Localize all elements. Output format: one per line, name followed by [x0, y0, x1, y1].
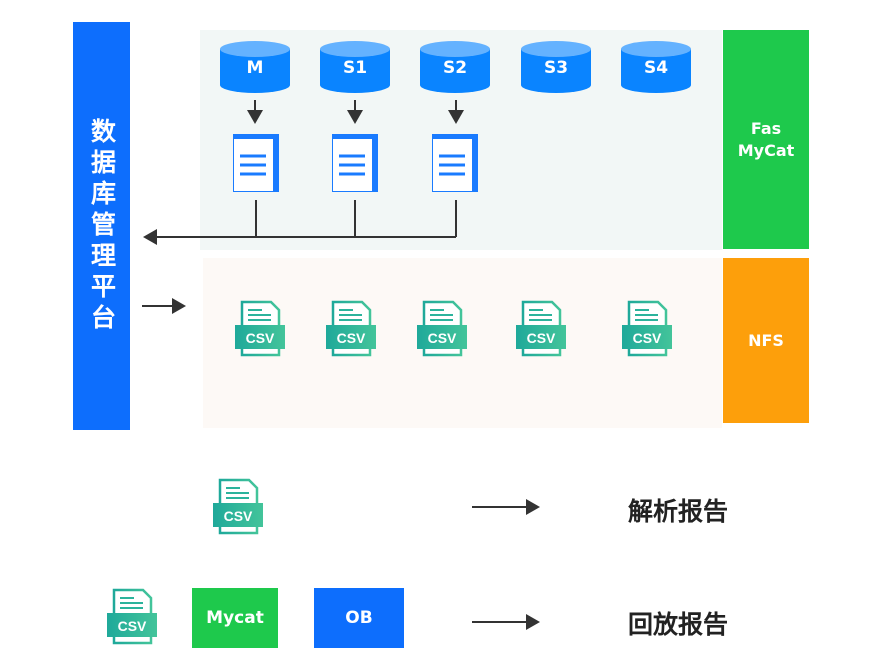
database-icon: M	[219, 40, 291, 94]
document-icon	[432, 134, 478, 192]
database-label: S2	[442, 58, 468, 78]
database-icon: S1	[319, 40, 391, 94]
database-label: M	[246, 58, 264, 78]
mycat-box: Mycat	[192, 588, 278, 648]
nfs-label: NFS	[723, 258, 809, 423]
document-icon	[332, 134, 378, 192]
csv-file-icon: CSV	[107, 588, 157, 646]
csv-label: CSV	[527, 330, 556, 346]
csv-label: CSV	[224, 508, 253, 524]
csv-file-icon: CSV	[516, 300, 566, 358]
ob-box: OB	[314, 588, 404, 648]
database-icon: S4	[620, 40, 692, 94]
database-icon: S2	[419, 40, 491, 94]
database-label: S4	[643, 58, 669, 78]
csv-label: CSV	[118, 618, 147, 634]
csv-file-icon: CSV	[213, 478, 263, 536]
database-label: S3	[543, 58, 569, 78]
document-icon	[233, 134, 279, 192]
legend-replay-report: 回放报告	[628, 610, 729, 639]
csv-label: CSV	[337, 330, 366, 346]
csv-file-icon: CSV	[326, 300, 376, 358]
csv-label: CSV	[246, 330, 275, 346]
csv-file-icon: CSV	[235, 300, 285, 358]
db-management-platform: 数据库管理平台	[73, 22, 130, 430]
csv-file-icon: CSV	[417, 300, 467, 358]
database-label: S1	[342, 58, 368, 78]
fas-mycat-label: Fas MyCat	[723, 30, 809, 249]
csv-file-icon: CSV	[622, 300, 672, 358]
csv-label: CSV	[633, 330, 662, 346]
csv-label: CSV	[428, 330, 457, 346]
legend-parse-report: 解析报告	[628, 497, 729, 526]
database-icon: S3	[520, 40, 592, 94]
